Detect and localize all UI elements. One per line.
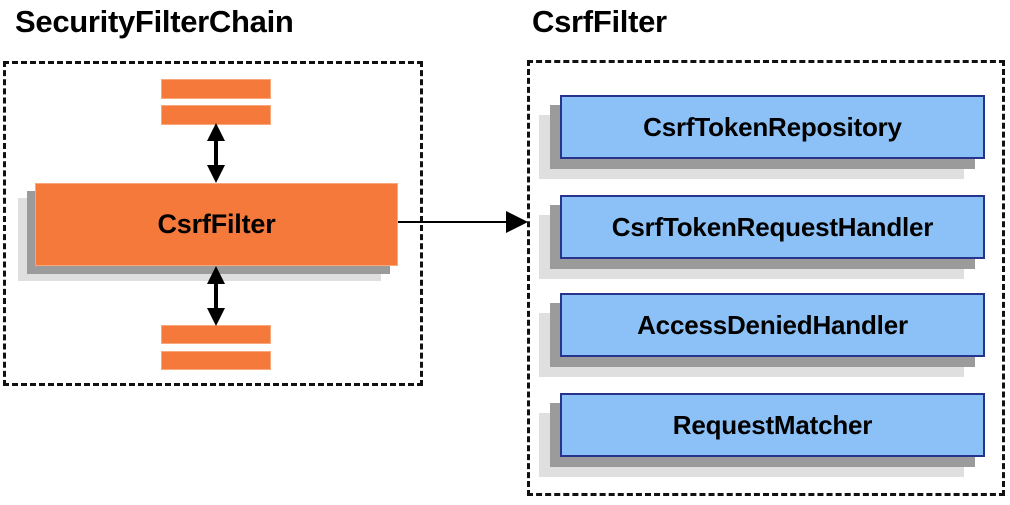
arrow-upper-bidirectional: [207, 123, 225, 183]
csrf-filter-box[interactable]: CsrfFilter: [35, 183, 398, 266]
filter-bar-lower-2: [161, 351, 271, 370]
connector-arrow-right: [398, 211, 528, 233]
filter-bar-upper-1: [161, 79, 271, 99]
collaborator-box-csrf-token-request-handler[interactable]: CsrfTokenRequestHandler: [560, 195, 985, 259]
arrow-lower-bidirectional: [207, 266, 225, 326]
page-title-csrf-filter: CsrfFilter: [532, 4, 667, 39]
page-title-security-filter-chain: SecurityFilterChain: [15, 4, 294, 39]
collaborator-box-access-denied-handler[interactable]: AccessDeniedHandler: [560, 293, 985, 357]
security-filter-chain-panel: [3, 61, 423, 386]
csrf-filter-collaborators-panel: [527, 60, 1005, 496]
filter-bar-lower-1: [161, 325, 271, 344]
collaborator-box-csrf-token-repository[interactable]: CsrfTokenRepository: [560, 95, 985, 159]
collaborator-box-request-matcher[interactable]: RequestMatcher: [560, 393, 985, 457]
